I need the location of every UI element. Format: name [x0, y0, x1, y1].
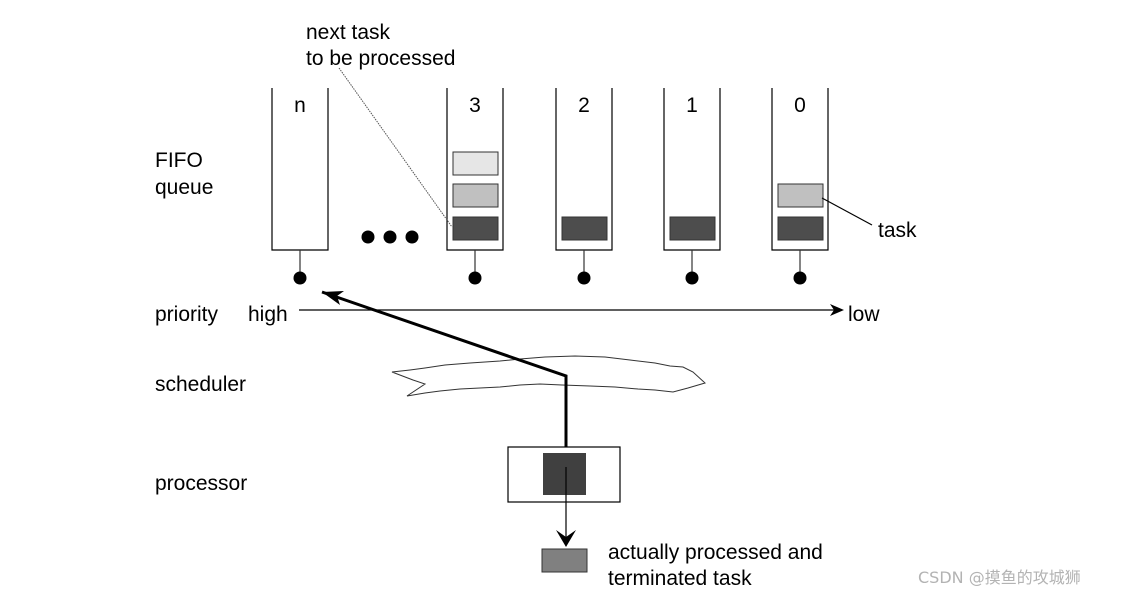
- watermark: CSDN @摸鱼的攻城狮: [918, 568, 1081, 587]
- task-block: [452, 151, 499, 176]
- queue-output-node: [793, 271, 807, 285]
- task-callout-line: [821, 197, 873, 226]
- task-label: task: [878, 219, 917, 242]
- queue-priority-label: 2: [578, 94, 590, 117]
- processor-label: processor: [155, 472, 247, 495]
- queue-2: 2: [555, 88, 613, 285]
- task-block: [452, 183, 499, 208]
- ellipsis-dots: [361, 230, 419, 244]
- scheduler-selection-arrow: [321, 290, 568, 447]
- queue-n: n: [271, 88, 329, 285]
- processing-task: [543, 453, 586, 495]
- priority-high-label: high: [248, 303, 288, 326]
- queue-priority-label: 1: [686, 94, 698, 117]
- queue-output-node: [468, 271, 482, 285]
- priority-label: priority: [155, 303, 219, 326]
- task-block: [669, 216, 716, 241]
- queue-priority-label: n: [294, 94, 306, 117]
- queue-3: 3: [446, 88, 504, 285]
- next-task-pointer-line: [338, 67, 453, 228]
- next-task-label-line2: to be processed: [306, 47, 455, 70]
- terminated-task: [541, 548, 588, 573]
- ellipsis-dot: [405, 230, 419, 244]
- task-block: [561, 216, 608, 241]
- priority-low-label: low: [848, 303, 880, 326]
- queues: n 3 2 1 0: [271, 88, 829, 285]
- queue-priority-label: 0: [794, 94, 806, 117]
- fifo-label-line1: FIFO: [155, 149, 203, 172]
- queue-1: 1: [663, 88, 721, 285]
- scheduler-arrowhead: [322, 291, 344, 305]
- queue-0: 0: [771, 88, 829, 285]
- output-arrowhead: [556, 530, 576, 547]
- ellipsis-dot: [383, 230, 397, 244]
- queue-output-node: [685, 271, 699, 285]
- task-block: [777, 216, 824, 241]
- queue-output-node: [293, 271, 307, 285]
- next-task-label-line1: next task: [306, 21, 391, 44]
- scheduler-label: scheduler: [155, 373, 246, 396]
- terminated-label-line2: terminated task: [608, 567, 752, 590]
- ellipsis-dot: [361, 230, 375, 244]
- terminated-label-line1: actually processed and: [608, 541, 823, 564]
- fifo-label-line2: queue: [155, 176, 213, 199]
- task-block: [777, 183, 824, 208]
- task-block: [452, 216, 499, 241]
- queue-priority-label: 3: [469, 94, 481, 117]
- scheduler-shape: [391, 355, 706, 397]
- queue-output-node: [577, 271, 591, 285]
